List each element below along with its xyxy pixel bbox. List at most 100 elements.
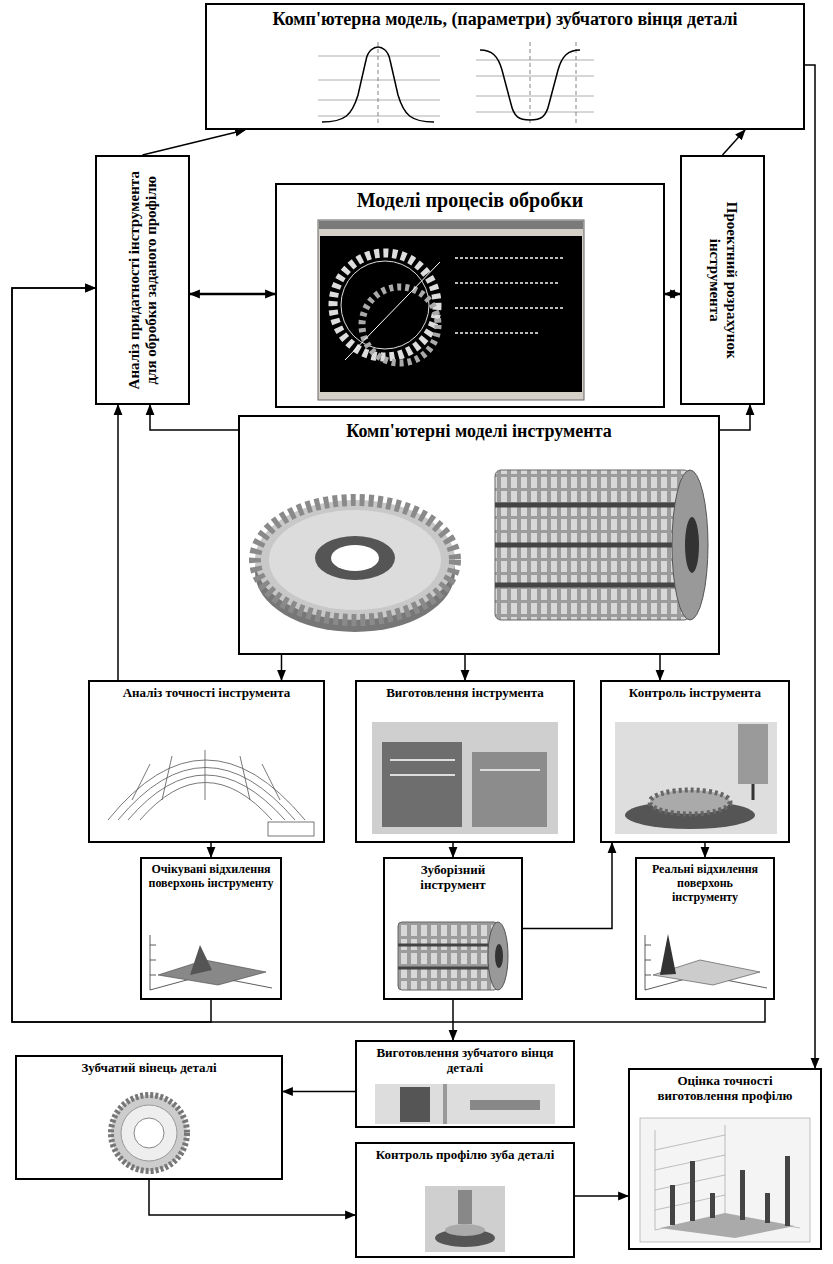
gear-ring	[111, 1095, 187, 1171]
inspection-photo	[615, 722, 777, 834]
machine-details	[390, 760, 540, 775]
box-label: Зуборізний інструмент	[385, 859, 521, 897]
flow-arrow	[117, 405, 119, 680]
shaper-cutter-teeth	[255, 500, 455, 620]
chart-axes	[150, 935, 272, 990]
chart-legend-box	[268, 822, 314, 836]
flow-arrow	[143, 130, 246, 155]
process-box: Контроль профілю зуба деталі	[355, 1142, 575, 1258]
screenshot-canvas	[320, 236, 582, 392]
hob-end	[488, 922, 508, 990]
measured-gear	[445, 1224, 485, 1236]
process-box: Реальні відхилення поверхонь інструменту	[635, 857, 775, 1000]
process-box: Аналіз точності інструмента	[88, 680, 325, 843]
machine-spindle	[400, 1087, 430, 1122]
box-label: Реальні відхилення поверхонь інструменту	[637, 859, 773, 908]
box-label: Проектний розрахунок інструмента	[705, 163, 740, 397]
box-label: Зубчатий вінець деталі	[17, 1057, 281, 1080]
machine-column	[443, 1084, 447, 1124]
process-box: Виготовлення зубчатого вінця деталі	[355, 1040, 575, 1128]
screen-text-lines	[455, 258, 565, 333]
flow-arrow	[704, 843, 706, 857]
shaper-cutter-hub	[315, 536, 395, 580]
process-box: Комп'ютерні моделі інструмента	[238, 415, 720, 655]
box-label: Оцінка точності виготовлення профілю	[630, 1070, 820, 1108]
chart-axes	[645, 935, 767, 990]
process-box: Проектний розрахунок інструмента	[680, 155, 765, 405]
flow-arrow	[720, 405, 750, 430]
box-label: Моделі процесів обробки	[277, 185, 663, 216]
shaper-cutter-bore	[331, 545, 379, 571]
process-box: Аналіз придатності інструмента для оброб…	[95, 155, 190, 405]
machine-body	[472, 752, 547, 827]
hob-body	[495, 470, 690, 620]
box-label: Аналіз точності інструмента	[90, 682, 323, 705]
chart-frame	[640, 1118, 810, 1242]
hob-flutes	[495, 505, 690, 585]
deviation-mesh	[108, 750, 305, 820]
shaper-cutter-face	[269, 510, 441, 610]
box-label: Контроль профілю зуба деталі	[357, 1144, 573, 1167]
hob-flutes	[398, 945, 498, 968]
flow-arrow	[12, 288, 211, 1022]
tool-outline	[362, 287, 438, 363]
flow-arrow	[723, 130, 746, 155]
hob-bore	[495, 944, 503, 968]
probe-head	[458, 1190, 472, 1224]
box-label: Комп'ютерна модель, (параметри) зубчатог…	[207, 5, 803, 34]
flow-arrow	[283, 1091, 355, 1093]
flow-arrow	[805, 65, 815, 1068]
process-box: Комп'ютерна модель, (параметри) зубчатог…	[205, 3, 805, 130]
measured-cutter	[650, 790, 730, 814]
flow-arrow	[281, 655, 283, 680]
workpiece	[470, 1100, 540, 1110]
box-label: Очікувані відхилення поверхонь інструмен…	[142, 859, 280, 895]
chart-bars	[670, 1156, 790, 1226]
gear-cutting-photo	[375, 1084, 555, 1124]
box-label: Комп'ютерні моделі інструмента	[240, 417, 718, 446]
box-label: Виготовлення інструмента	[357, 682, 573, 705]
gear-root-circle	[341, 261, 429, 349]
machine-body	[382, 742, 462, 827]
flow-arrow	[190, 293, 275, 296]
screenshot-titlebar	[319, 221, 583, 229]
hob-body	[398, 922, 498, 990]
hob-bore	[685, 517, 699, 573]
hob-end	[672, 470, 708, 620]
flow-arrow	[464, 655, 466, 680]
tooth-space-profile	[480, 50, 580, 120]
flow-arrow	[575, 1195, 628, 1197]
tooth-profile	[322, 47, 434, 122]
gear-ring-bore	[134, 1118, 164, 1148]
box-label: Контроль інструмента	[602, 682, 788, 705]
machine-photo	[372, 722, 558, 834]
flow-arrow	[150, 405, 238, 430]
box-label: Аналіз придатності інструмента для оброб…	[125, 163, 160, 397]
deviation-surface	[158, 960, 266, 985]
deviation-peak	[660, 934, 676, 975]
flow-arrow	[210, 843, 212, 857]
flow-arrow	[452, 1000, 454, 1040]
process-box: Зуборізний інструмент	[383, 857, 523, 1000]
probe-stylus	[752, 784, 755, 800]
process-box: Моделі процесів обробки	[275, 183, 665, 408]
inspection-photo	[425, 1186, 505, 1252]
process-box: Виготовлення інструмента	[355, 680, 575, 843]
flow-arrow	[12, 288, 765, 1022]
gear-outline	[333, 253, 437, 357]
screenshot-window	[318, 220, 584, 400]
process-box: Контроль інструмента	[600, 680, 790, 843]
probe-head	[738, 724, 768, 784]
process-box: Оцінка точності виготовлення профілю	[628, 1068, 822, 1250]
chart-surface	[660, 1213, 795, 1238]
flow-arrow	[659, 655, 661, 680]
flow-arrow	[149, 1180, 355, 1215]
flow-arrow	[665, 293, 680, 296]
box-label: Виготовлення зубчатого вінця деталі	[357, 1042, 573, 1080]
tool-path	[345, 262, 440, 360]
process-box: Зубчатий вінець деталі	[15, 1055, 283, 1180]
deviation-peak	[190, 945, 212, 975]
process-box: Очікувані відхилення поверхонь інструмен…	[140, 857, 282, 1000]
